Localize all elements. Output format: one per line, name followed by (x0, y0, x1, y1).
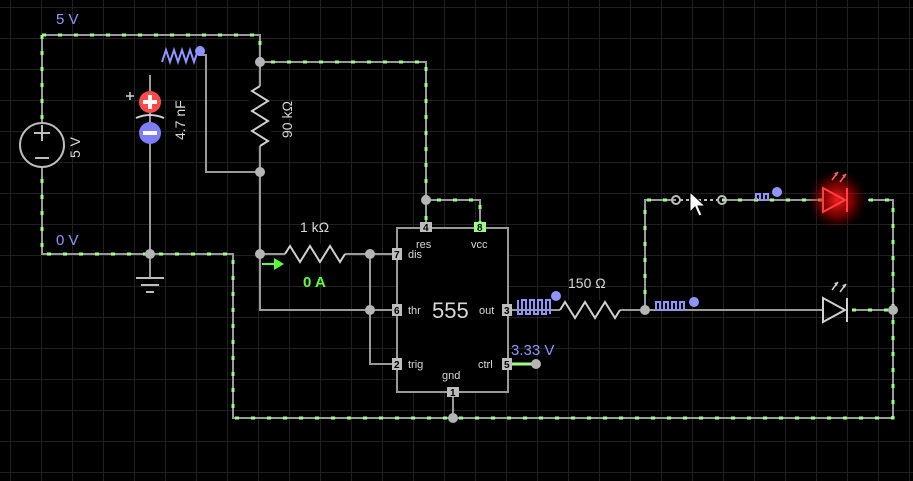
pin-gnd-label: gnd (442, 370, 460, 382)
resistor-1k[interactable] (284, 244, 346, 264)
ground-icon (136, 277, 164, 293)
pin-gnd-num: 1 (450, 388, 456, 399)
led-off-icon[interactable] (822, 281, 848, 324)
led-on-icon[interactable] (807, 170, 867, 230)
wire-thr-node (259, 172, 397, 311)
battery-icon[interactable] (19, 122, 65, 168)
pin-thr-num: 6 (394, 306, 400, 317)
current-arrow-icon (262, 258, 284, 270)
pin-ctrl-label: ctrl (478, 359, 493, 371)
wire-switch-up (644, 199, 676, 310)
junction-nodes (145, 57, 898, 423)
resistor-90k[interactable] (249, 85, 271, 147)
pin-vcc-label: vcc (471, 239, 488, 251)
resistor-150[interactable] (559, 300, 621, 320)
wire-outer-loop (41, 35, 894, 419)
label-r90k-value: 90 kΩ (279, 101, 295, 138)
label-battery-value: 5 V (67, 136, 83, 158)
wire-5v-rail (42, 34, 481, 228)
pin-res-label: res (416, 239, 432, 251)
mouse-cursor-icon (689, 190, 707, 217)
label-ctrl-voltage: 3.33 V (511, 342, 554, 359)
pin-dis-label: dis (408, 249, 423, 261)
pin-out-label: out (479, 305, 494, 317)
pin-trig-num: 2 (394, 360, 400, 371)
switch-icon[interactable] (671, 187, 782, 205)
pin-out-num: 3 (504, 306, 510, 317)
pin-res-num: 4 (423, 223, 429, 234)
capacitor-icon[interactable] (126, 75, 165, 144)
label-0v-rail: 0 V (56, 232, 79, 249)
label-r150-value: 150 Ω (568, 275, 606, 291)
label-5v-rail: 5 V (56, 11, 79, 28)
label-r1k-value: 1 kΩ (300, 219, 329, 235)
pin-dis-num: 7 (394, 250, 400, 261)
charge-indicator-out (517, 291, 561, 315)
chip-name: 555 (432, 298, 469, 323)
charge-indicator-led (655, 297, 699, 311)
pin-vcc-num: 8 (477, 223, 483, 234)
timer-555-chip[interactable] (392, 222, 512, 397)
pin-thr-label: thr (408, 305, 421, 317)
label-capacitor-value: 4.7 nF (172, 100, 188, 140)
pin-ctrl-num: 5 (504, 360, 510, 371)
wire-trig (369, 254, 397, 365)
pin-trig-label: trig (408, 359, 423, 371)
label-current: 0 A (303, 274, 326, 291)
charge-indicator-top (161, 46, 205, 66)
